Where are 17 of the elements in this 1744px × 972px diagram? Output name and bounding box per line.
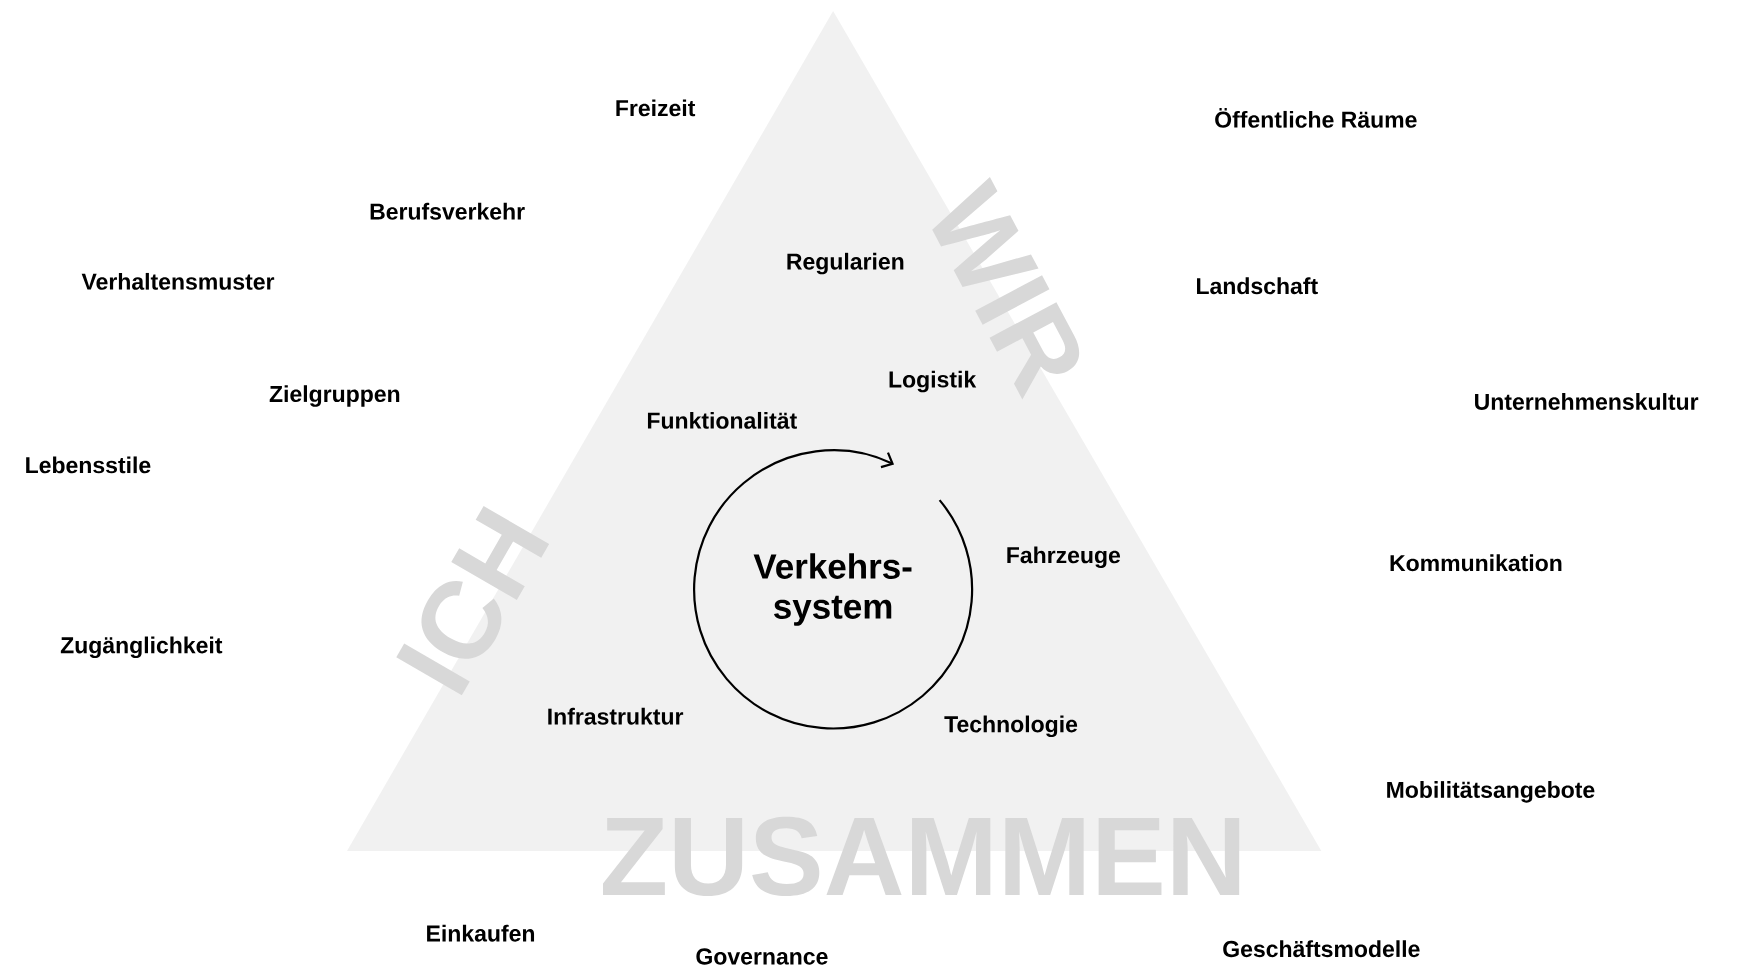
- topic-label: Governance: [696, 948, 828, 965]
- topic-label: Fahrzeuge: [1007, 546, 1121, 568]
- topic-label: Zielgruppen: [269, 385, 400, 407]
- topic-label: Lebensstile: [26, 456, 151, 474]
- topic-label: Öffentliche Räume: [1215, 107, 1417, 128]
- topic-label: Verhaltensmuster: [81, 272, 275, 290]
- topic-label: Unternehmenskultur: [1475, 393, 1699, 410]
- topic-label: Regularien: [787, 252, 904, 275]
- topic-label: Berufsverkehr: [370, 202, 525, 220]
- topic-label: Zugänglichkeit: [60, 636, 223, 659]
- topic-label: Geschäftsmodelle: [1223, 940, 1420, 958]
- topic-label: Funktionalität: [647, 411, 797, 429]
- topic-label: Einkaufen: [427, 924, 535, 942]
- topic-label: Kommunikation: [1390, 554, 1562, 572]
- topic-label: Landschaft: [1197, 277, 1318, 295]
- topic-label: Mobilitätsangebote: [1387, 781, 1595, 803]
- topic-label: Freizeit: [616, 99, 696, 117]
